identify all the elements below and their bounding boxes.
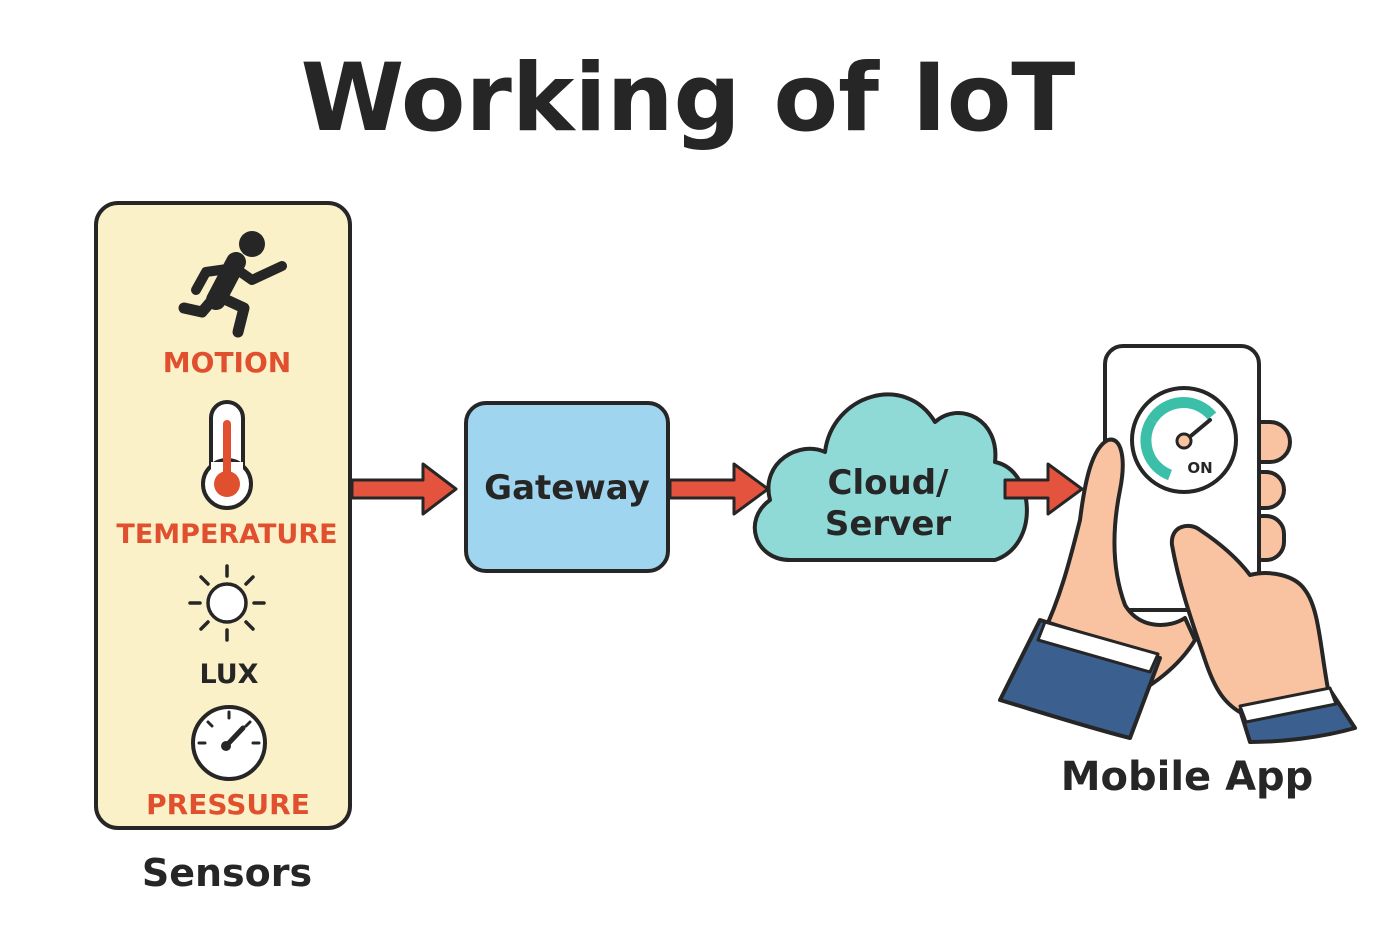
pointing-hand-icon: [1169, 523, 1357, 744]
status-on-label: ON: [1187, 459, 1212, 477]
thermometer-icon: [201, 400, 253, 510]
arrow-cloud-to-mobile: [1003, 462, 1084, 516]
cloud-shape: [752, 392, 1029, 562]
cloud-server-node: Cloud/ Server: [752, 392, 1029, 562]
pressure-gauge-icon: [191, 705, 267, 781]
sensor-label-motion: MOTION: [163, 346, 291, 379]
sensors-panel: MOTION TEMPERATURE LUX: [94, 201, 352, 830]
gateway-label: Gateway: [484, 468, 650, 508]
mobile-app-caption: Mobile App: [1061, 754, 1314, 800]
arrow-sensors-to-gateway: [350, 462, 458, 516]
sensor-label-lux: LUX: [200, 659, 259, 690]
arrow-gateway-to-cloud: [668, 462, 770, 516]
sensors-caption: Sensors: [142, 851, 312, 895]
cloud-label-line1: Cloud/: [828, 463, 950, 503]
mobile-app-illustration: ON: [998, 344, 1357, 744]
running-person-icon: [178, 231, 287, 338]
page-title: Working of IoT: [301, 44, 1076, 153]
left-hand-icon: [998, 437, 1197, 740]
sensor-label-temperature: TEMPERATURE: [116, 519, 337, 550]
sensor-label-pressure: PRESSURE: [146, 788, 310, 821]
speed-gauge-icon: [1130, 386, 1238, 494]
cloud-label-line2: Server: [825, 504, 952, 544]
sun-icon: [188, 564, 266, 642]
gateway-box: [464, 401, 670, 573]
sensors-panel-box: [94, 201, 352, 830]
gateway-node: Gateway: [464, 401, 670, 573]
